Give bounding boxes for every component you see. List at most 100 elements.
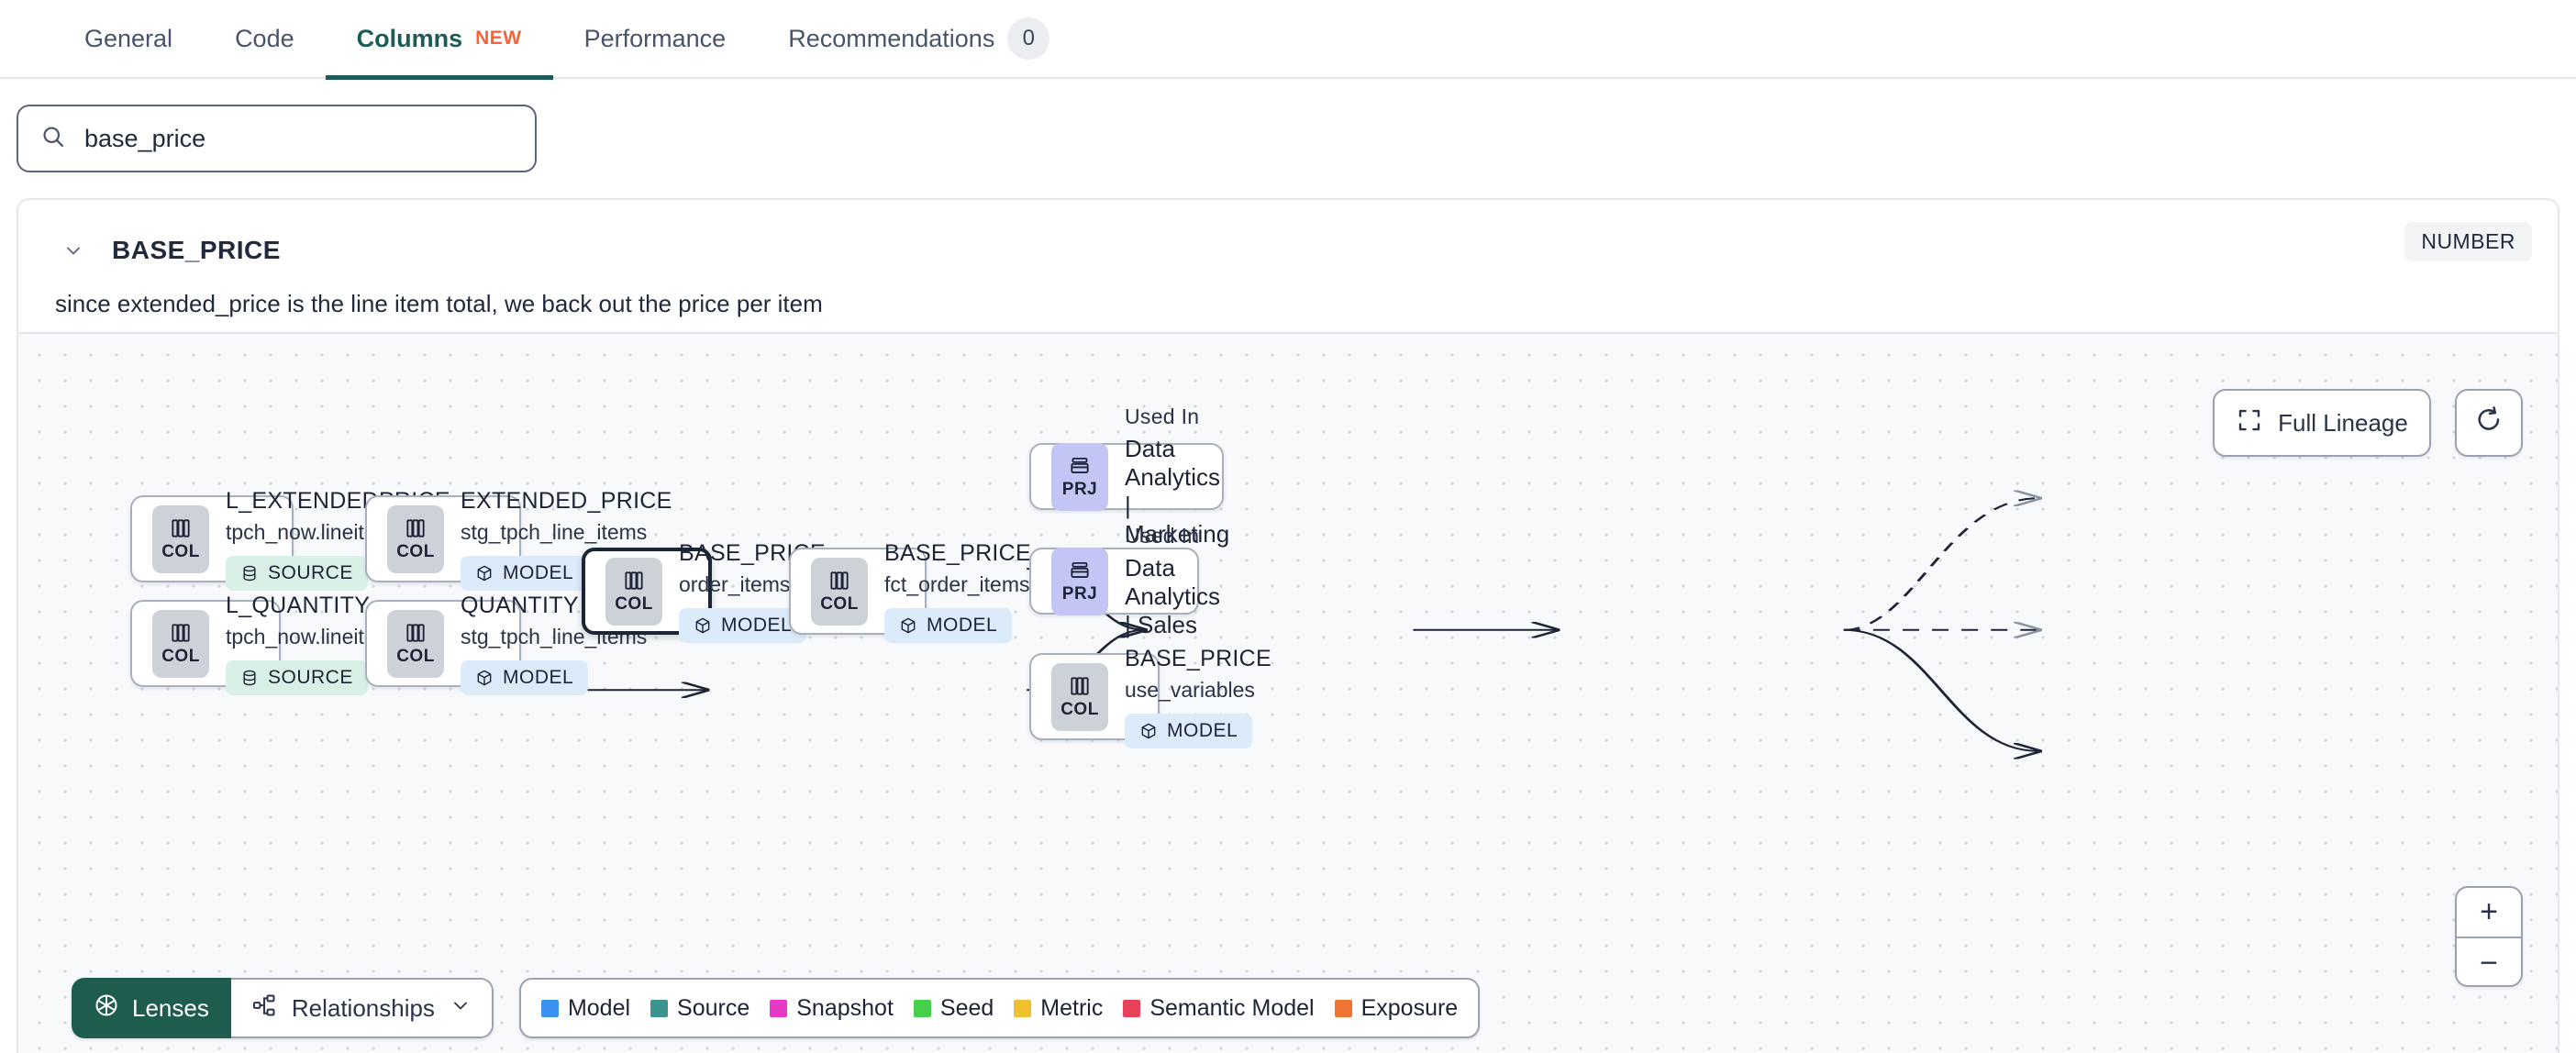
lineage-node-quantity[interactable]: COL QUANTITY stg_tpch_line_items MODEL: [365, 593, 647, 695]
node-text: QUANTITY stg_tpch_line_items MODEL: [461, 593, 647, 695]
tab-label: Columns: [356, 24, 463, 52]
lineage-node-base-price-order-items[interactable]: COL BASE_PRICE order_items MODEL: [582, 540, 826, 643]
node-kind-badge: SOURCE: [226, 555, 368, 591]
badge-label: MODEL: [1167, 719, 1238, 741]
zoom-out-button[interactable]: −: [2480, 946, 2498, 981]
node-text: BASE_PRICE fct_order_items MODEL: [884, 540, 1031, 643]
legend-label: Model: [567, 994, 631, 1021]
legend-item-metric: Metric: [1014, 995, 1103, 1022]
node-kind-badge: SOURCE: [226, 660, 368, 695]
zoom-controls[interactable]: + −: [2455, 886, 2523, 987]
full-lineage-button[interactable]: Full Lineage: [2213, 389, 2431, 457]
tab-general[interactable]: General: [53, 0, 204, 78]
legend-item-semantic-model: Semantic Model: [1123, 994, 1315, 1022]
lineage-canvas[interactable]: COL L_EXTENDEDPRICE tpch_now.lineitem SO…: [18, 332, 2558, 1053]
tab-bar: General Code Columns NEW Performance Rec…: [0, 0, 2576, 80]
badge-label: MODEL: [721, 614, 793, 636]
chevron-down-icon[interactable]: [62, 239, 84, 261]
lineage-legend: Model Source Snapshot Seed Metric: [518, 978, 1481, 1038]
node-project-name: Data Analytics | Sales: [1125, 553, 1221, 638]
aperture-icon: [94, 992, 119, 1025]
legend-swatch: [1123, 999, 1141, 1017]
lineage-node-l-quantity[interactable]: COL L_QUANTITY tpch_now.lineitem SOURCE: [130, 593, 394, 695]
relationships-button[interactable]: Relationships: [230, 978, 494, 1038]
node-text: L_EXTENDEDPRICE tpch_now.lineitem SOURCE: [226, 488, 450, 591]
legend-item-model: Model: [540, 994, 631, 1022]
column-chip: COL: [1051, 662, 1108, 731]
lenses-button[interactable]: Lenses: [72, 978, 231, 1038]
legend-label: Seed: [939, 994, 994, 1021]
node-text: L_QUANTITY tpch_now.lineitem SOURCE: [226, 593, 394, 695]
node-subtitle: fct_order_items: [884, 571, 1030, 596]
tab-label: Code: [235, 24, 294, 52]
zoom-in-button[interactable]: +: [2457, 888, 2521, 938]
lineage-node-base-price-use-variables[interactable]: COL BASE_PRICE use_variables MODEL: [1029, 646, 1271, 748]
tab-performance[interactable]: Performance: [553, 0, 758, 78]
column-chip: COL: [387, 504, 444, 573]
node-text: Used In Data Analytics | Marketing: [1125, 405, 1229, 549]
column-chip: COL: [605, 557, 662, 626]
node-text: EXTENDED_PRICE stg_tpch_line_items MODEL: [461, 488, 672, 591]
lineage-node-project-marketing[interactable]: PRJ Used In Data Analytics | Marketing: [1029, 405, 1229, 548]
lineage-node-extended-price[interactable]: COL EXTENDED_PRICE stg_tpch_line_items M…: [365, 488, 672, 591]
column-chip: COL: [811, 557, 868, 626]
search-value: base_price: [84, 124, 206, 152]
chip-label: COL: [396, 646, 435, 666]
badge-label: SOURCE: [268, 561, 353, 583]
lineage-node-base-price-fct-order-items[interactable]: COL BASE_PRICE fct_order_items MODEL: [789, 540, 1031, 643]
lineage-node-l-extendedprice[interactable]: COL L_EXTENDEDPRICE tpch_now.lineitem SO…: [130, 488, 450, 591]
lenses-label: Lenses: [132, 993, 209, 1022]
project-chip: PRJ: [1051, 547, 1108, 615]
badge-label: MODEL: [503, 561, 574, 583]
badge-label: SOURCE: [268, 666, 353, 688]
node-title: BASE_PRICE: [884, 539, 1032, 566]
tab-label: Recommendations: [788, 24, 995, 52]
tab-label: Performance: [583, 24, 727, 52]
node-title: L_QUANTITY: [226, 592, 371, 618]
legend-swatch: [650, 999, 669, 1017]
column-card: BASE_PRICE NUMBER since extended_price i…: [17, 198, 2559, 1053]
full-lineage-label: Full Lineage: [2278, 408, 2408, 437]
node-text: BASE_PRICE use_variables MODEL: [1125, 646, 1271, 748]
node-title: QUANTITY: [461, 592, 579, 618]
tab-code[interactable]: Code: [204, 0, 326, 78]
chip-label: COL: [161, 541, 200, 561]
column-description: since extended_price is the line item to…: [55, 290, 823, 317]
legend-label: Semantic Model: [1149, 994, 1315, 1021]
canvas-bottom-bar: Lenses Relationships: [72, 978, 1481, 1038]
column-header[interactable]: BASE_PRICE NUMBER: [18, 200, 2558, 277]
node-project-name: Data Analytics | Marketing: [1125, 435, 1230, 548]
legend-swatch: [770, 999, 788, 1017]
legend-item-snapshot: Snapshot: [770, 995, 894, 1022]
refresh-icon: [2474, 405, 2504, 441]
project-chip: PRJ: [1051, 442, 1108, 511]
badge-label: MODEL: [503, 666, 574, 688]
legend-item-source: Source: [650, 995, 749, 1022]
chip-label: COL: [396, 541, 435, 561]
legend-item-exposure: Exposure: [1334, 994, 1459, 1022]
column-chip: COL: [152, 609, 209, 678]
tab-label: General: [84, 24, 173, 52]
column-type-badge: NUMBER: [2404, 222, 2532, 261]
chevron-down-icon: [450, 994, 472, 1023]
column-chip: COL: [152, 504, 209, 573]
refresh-button[interactable]: [2455, 389, 2523, 457]
search-input[interactable]: base_price: [17, 105, 537, 172]
node-subtitle: stg_tpch_line_items: [461, 519, 648, 544]
legend-label: Exposure: [1360, 994, 1459, 1021]
legend-label: Metric: [1040, 994, 1104, 1021]
node-used-in-label: Used In: [1125, 405, 1200, 428]
expand-icon: [2236, 406, 2263, 440]
node-kind-badge: MODEL: [884, 607, 1013, 643]
node-used-in-label: Used In: [1125, 523, 1200, 548]
tab-recommendations[interactable]: Recommendations 0: [757, 0, 1081, 78]
legend-swatch: [1014, 999, 1032, 1017]
legend-swatch: [540, 999, 559, 1017]
node-kind-badge: MODEL: [1125, 713, 1253, 748]
node-title: EXTENDED_PRICE: [461, 487, 672, 514]
chip-label: COL: [615, 593, 653, 614]
legend-item-seed: Seed: [913, 994, 994, 1022]
tab-columns[interactable]: Columns NEW: [325, 0, 553, 80]
relationships-icon: [251, 992, 277, 1025]
lineage-node-project-sales[interactable]: PRJ Used In Data Analytics | Sales: [1029, 524, 1220, 638]
